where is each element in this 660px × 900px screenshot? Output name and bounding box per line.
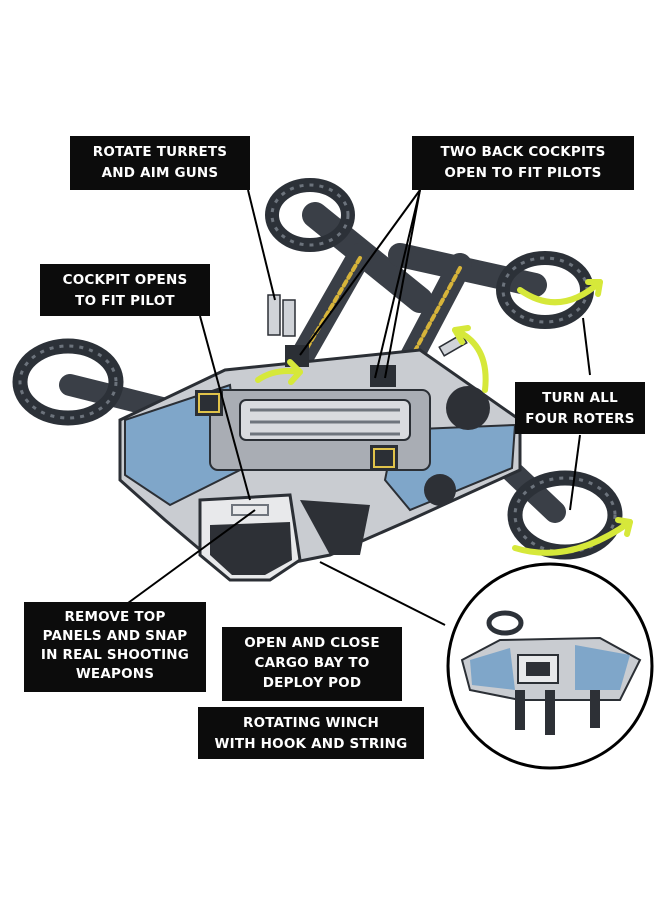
ship-hull [118,294,522,582]
rotate-arrow-icon [255,279,633,556]
leader-lines [127,189,591,626]
rotors [12,178,623,560]
cargo-inset [446,562,654,770]
